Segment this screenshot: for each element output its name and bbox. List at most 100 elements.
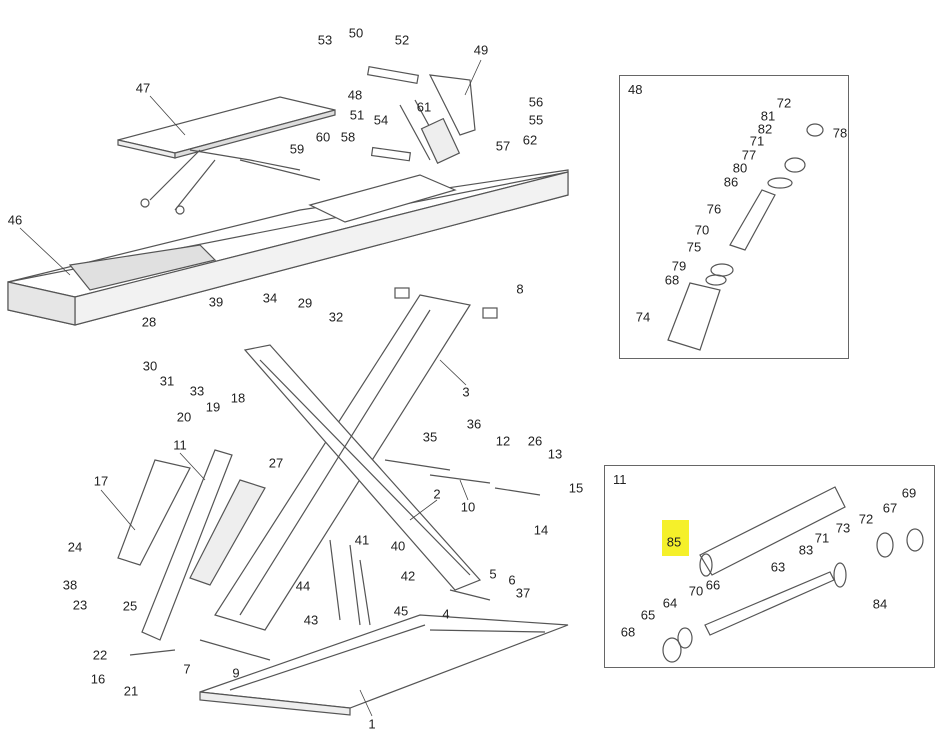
main-callout-46[interactable]: 46 — [7, 212, 23, 228]
top-parts — [366, 66, 476, 164]
detail-panel-48: 48 — [619, 75, 849, 359]
main-callout-30[interactable]: 30 — [142, 358, 158, 374]
main-callout-17[interactable]: 17 — [93, 473, 109, 489]
detail-11-callout-71[interactable]: 71 — [814, 530, 830, 546]
highlighted-callout-85[interactable]: 85 — [666, 534, 682, 550]
main-callout-41[interactable]: 41 — [354, 532, 370, 548]
main-callout-47[interactable]: 47 — [135, 80, 151, 96]
main-callout-23[interactable]: 23 — [72, 597, 88, 613]
main-callout-33[interactable]: 33 — [189, 383, 205, 399]
main-callout-1[interactable]: 1 — [368, 716, 376, 732]
main-callout-43[interactable]: 43 — [303, 612, 319, 628]
main-callout-24[interactable]: 24 — [67, 539, 83, 555]
main-callout-11[interactable]: 11 — [173, 437, 187, 453]
main-callout-61[interactable]: 61 — [416, 99, 432, 115]
main-callout-25[interactable]: 25 — [122, 598, 138, 614]
main-callout-54[interactable]: 54 — [373, 112, 389, 128]
detail-panel-title: 48 — [628, 82, 643, 97]
main-callout-32[interactable]: 32 — [328, 309, 344, 325]
main-callout-27[interactable]: 27 — [268, 455, 284, 471]
detail-11-callout-67[interactable]: 67 — [882, 500, 898, 516]
main-callout-58[interactable]: 58 — [340, 129, 356, 145]
main-callout-6[interactable]: 6 — [508, 572, 516, 588]
detail-48-callout-71[interactable]: 71 — [749, 133, 765, 149]
main-callout-44[interactable]: 44 — [295, 578, 311, 594]
detail-48-callout-72[interactable]: 72 — [776, 95, 792, 111]
main-callout-36[interactable]: 36 — [466, 416, 482, 432]
main-callout-53[interactable]: 53 — [317, 32, 333, 48]
main-callout-50[interactable]: 50 — [348, 25, 364, 41]
main-callout-18[interactable]: 18 — [230, 390, 246, 406]
main-callout-7[interactable]: 7 — [183, 661, 191, 677]
main-callout-20[interactable]: 20 — [176, 409, 192, 425]
detail-48-callout-76[interactable]: 76 — [706, 201, 722, 217]
detail-11-callout-83[interactable]: 83 — [798, 542, 814, 558]
main-callout-38[interactable]: 38 — [62, 577, 78, 593]
detail-11-callout-69[interactable]: 69 — [901, 485, 917, 501]
main-callout-14[interactable]: 14 — [533, 522, 549, 538]
detail-48-callout-75[interactable]: 75 — [686, 239, 702, 255]
detail-48-callout-81[interactable]: 81 — [760, 108, 776, 124]
main-callout-49[interactable]: 49 — [473, 42, 489, 58]
main-callout-31[interactable]: 31 — [159, 373, 175, 389]
main-callout-26[interactable]: 26 — [527, 433, 543, 449]
detail-48-callout-68[interactable]: 68 — [664, 272, 680, 288]
detail-48-callout-70[interactable]: 70 — [694, 222, 710, 238]
detail-11-callout-73[interactable]: 73 — [835, 520, 851, 536]
main-callout-39[interactable]: 39 — [208, 294, 224, 310]
main-callout-60[interactable]: 60 — [315, 129, 331, 145]
base-1 — [199, 614, 569, 716]
detail-48-callout-79[interactable]: 79 — [671, 258, 687, 274]
main-callout-34[interactable]: 34 — [262, 290, 278, 306]
main-callout-51[interactable]: 51 — [349, 107, 365, 123]
detail-11-callout-84[interactable]: 84 — [872, 596, 888, 612]
main-callout-59[interactable]: 59 — [289, 141, 305, 157]
main-callout-45[interactable]: 45 — [393, 603, 409, 619]
detail-48-callout-82[interactable]: 82 — [757, 121, 773, 137]
main-callout-29[interactable]: 29 — [297, 295, 313, 311]
main-callout-48[interactable]: 48 — [347, 87, 363, 103]
main-callout-55[interactable]: 55 — [528, 112, 544, 128]
main-callout-2[interactable]: 2 — [433, 486, 441, 502]
main-callout-52[interactable]: 52 — [394, 32, 410, 48]
detail-48-callout-74[interactable]: 74 — [635, 309, 651, 325]
main-callout-28[interactable]: 28 — [141, 314, 157, 330]
detail-11-callout-66[interactable]: 66 — [705, 577, 721, 593]
detail-11-callout-64[interactable]: 64 — [662, 595, 678, 611]
main-callout-8[interactable]: 8 — [516, 281, 524, 297]
main-callout-22[interactable]: 22 — [92, 647, 108, 663]
detail-11-callout-63[interactable]: 63 — [770, 559, 786, 575]
main-callout-5[interactable]: 5 — [489, 566, 497, 582]
leader-lines — [19, 59, 482, 717]
detail-11-callout-65[interactable]: 65 — [640, 607, 656, 623]
main-callout-13[interactable]: 13 — [547, 446, 563, 462]
detail-48-callout-86[interactable]: 86 — [723, 174, 739, 190]
detail-panel-11: 11 — [604, 465, 935, 668]
main-callout-40[interactable]: 40 — [390, 538, 406, 554]
main-callout-19[interactable]: 19 — [205, 399, 221, 415]
main-callout-10[interactable]: 10 — [460, 499, 476, 515]
main-callout-42[interactable]: 42 — [400, 568, 416, 584]
main-callout-57[interactable]: 57 — [495, 138, 511, 154]
detail-11-callout-70[interactable]: 70 — [688, 583, 704, 599]
detail-48-callout-77[interactable]: 77 — [741, 147, 757, 163]
detail-48-callout-80[interactable]: 80 — [732, 160, 748, 176]
main-callout-21[interactable]: 21 — [123, 683, 139, 699]
main-callout-16[interactable]: 16 — [90, 671, 106, 687]
main-callout-12[interactable]: 12 — [495, 433, 511, 449]
detail-48-cylinder — [667, 123, 824, 351]
main-callout-3[interactable]: 3 — [462, 384, 470, 400]
main-callout-9[interactable]: 9 — [232, 665, 240, 681]
detail-11-callout-72[interactable]: 72 — [858, 511, 874, 527]
detail-48-callout-78[interactable]: 78 — [832, 125, 848, 141]
detail-11-callout-68[interactable]: 68 — [620, 624, 636, 640]
main-callout-15[interactable]: 15 — [568, 480, 584, 496]
main-callout-56[interactable]: 56 — [528, 94, 544, 110]
main-callout-35[interactable]: 35 — [422, 429, 438, 445]
main-callout-37[interactable]: 37 — [515, 585, 531, 601]
main-callout-62[interactable]: 62 — [522, 132, 538, 148]
highlight-marker — [662, 520, 689, 556]
main-callout-4[interactable]: 4 — [442, 606, 450, 622]
